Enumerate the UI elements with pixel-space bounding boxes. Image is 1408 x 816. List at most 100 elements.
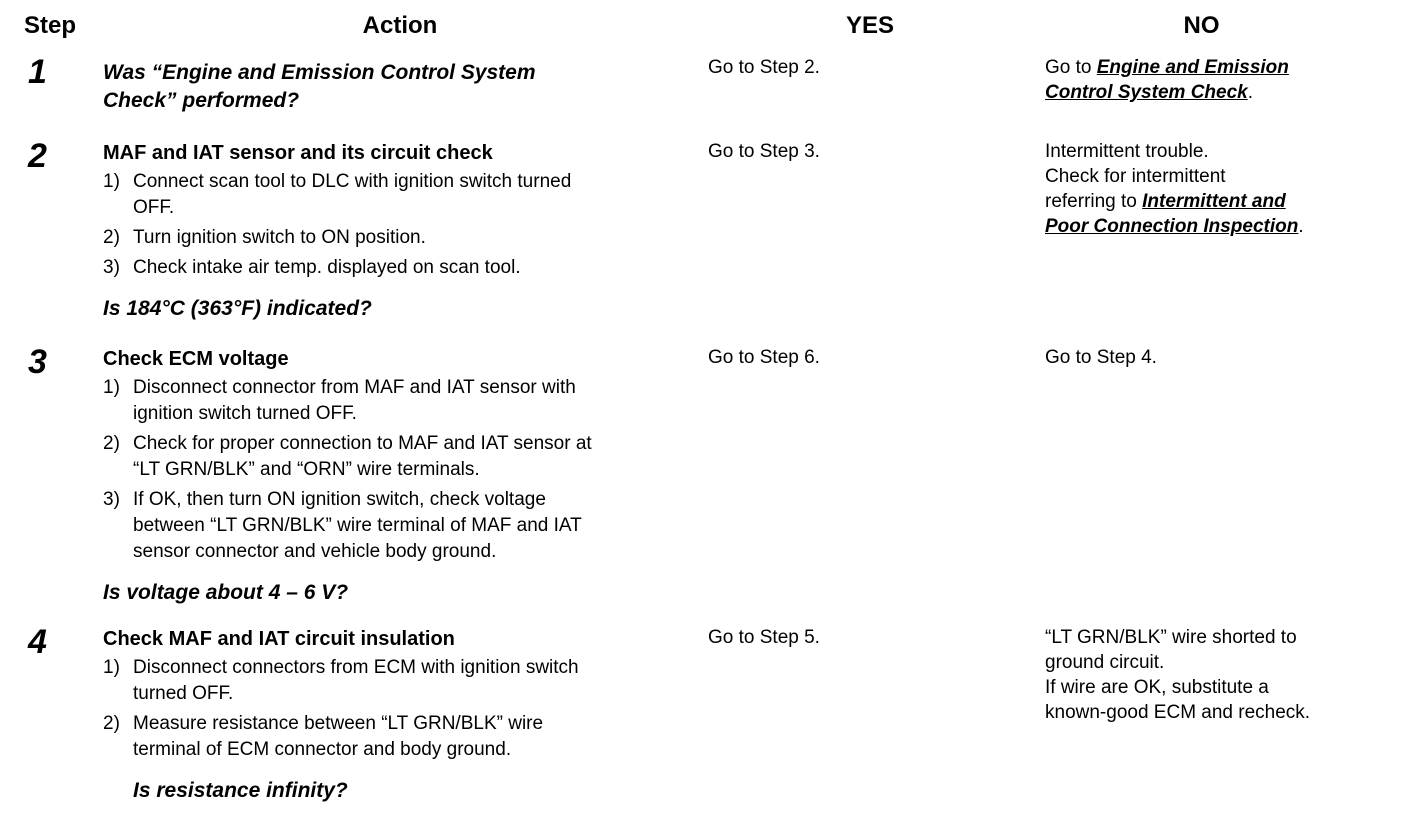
no-cell: Go to Step 4. bbox=[1040, 341, 1408, 621]
action-step-text: Turn ignition switch to ON position. bbox=[133, 225, 690, 251]
text-segment: . bbox=[1247, 82, 1254, 103]
text-line: Control System Check. bbox=[1045, 80, 1396, 105]
action-question: Is 184°C (363°F) indicated? bbox=[103, 295, 690, 323]
action-question: Is resistance infinity? bbox=[133, 777, 690, 805]
action-step-text: Check intake air temp. displayed on scan… bbox=[133, 255, 690, 281]
text-line: Go to Step 4. bbox=[1045, 345, 1396, 370]
action-step-item: 1) Disconnect connectors from ECM with ig… bbox=[103, 655, 690, 707]
action-step-number: 1) bbox=[103, 377, 120, 398]
step-number: 1 bbox=[28, 53, 47, 91]
text-segment: Go to Step 6. bbox=[708, 347, 820, 368]
step-number: 2 bbox=[28, 137, 47, 175]
step-number: 4 bbox=[28, 623, 47, 661]
action-step-number: 1) bbox=[103, 171, 120, 192]
action-title: Check MAF and IAT circuit insulation bbox=[103, 628, 455, 650]
action-step-text: Disconnect connector from MAF and IAT se… bbox=[133, 375, 690, 427]
text-segment: . bbox=[1298, 216, 1304, 237]
text-line: ground circuit. bbox=[1045, 650, 1396, 675]
action-step-text: Connect scan tool to DLC with ignition s… bbox=[133, 169, 690, 221]
step-cell: 3 bbox=[0, 341, 100, 621]
text-line: Check intake air temp. displayed on scan… bbox=[133, 257, 521, 278]
action-step-item: 2) Measure resistance between “LT GRN/BLK… bbox=[103, 711, 690, 763]
text-line: Go to Step 6. bbox=[708, 345, 1030, 370]
text-line: Check for proper connection to MAF and I… bbox=[133, 433, 592, 454]
column-header-yes: YES bbox=[845, 12, 895, 39]
text-line: Go to Step 5. bbox=[708, 625, 1030, 650]
text-line: referring to Intermittent and bbox=[1045, 189, 1396, 214]
text-line: Intermittent trouble. bbox=[1045, 139, 1396, 164]
action-step-number: 3) bbox=[103, 257, 120, 278]
text-segment: Intermittent trouble. bbox=[1045, 141, 1209, 162]
action-question: Is voltage about 4 – 6 V? bbox=[103, 579, 690, 607]
no-cell: Intermittent trouble. Check for intermitt… bbox=[1040, 135, 1408, 341]
reference-link[interactable]: Control System Check bbox=[1045, 82, 1248, 103]
text-segment: Go to bbox=[1045, 57, 1097, 78]
text-line: Is voltage about 4 – 6 V? bbox=[103, 581, 349, 604]
reference-link[interactable]: Poor Connection Inspection bbox=[1045, 216, 1299, 237]
action-title: Check ECM voltage bbox=[103, 348, 289, 370]
text-line: Disconnect connector from MAF and IAT se… bbox=[133, 377, 576, 398]
text-segment: Go to Step 5. bbox=[708, 627, 820, 648]
text-segment: Go to Step 2. bbox=[708, 57, 820, 78]
text-segment: Go to Step 4. bbox=[1045, 347, 1157, 368]
action-step-number: 1) bbox=[103, 657, 120, 678]
step-number: 3 bbox=[28, 343, 47, 381]
action-step-text: If OK, then turn ON ignition switch, che… bbox=[133, 487, 690, 565]
text-line: Measure resistance between “LT GRN/BLK” … bbox=[133, 713, 544, 734]
step-cell: 4 bbox=[0, 621, 100, 805]
text-segment: Check for intermittent bbox=[1045, 166, 1226, 187]
reference-link[interactable]: Intermittent and bbox=[1142, 191, 1286, 212]
step-cell: 2 bbox=[0, 135, 100, 341]
step-cell: 1 bbox=[0, 51, 100, 135]
yes-cell: Go to Step 3. bbox=[700, 135, 1040, 341]
text-line: ignition switch turned OFF. bbox=[133, 403, 357, 424]
text-line: Turn ignition switch to ON position. bbox=[133, 227, 426, 248]
text-line: between “LT GRN/BLK” wire terminal of MA… bbox=[133, 515, 582, 536]
text-line: “LT GRN/BLK” wire shorted to bbox=[1045, 625, 1396, 650]
text-segment: referring to bbox=[1045, 191, 1143, 212]
text-line: If wire are OK, substitute a bbox=[1045, 675, 1396, 700]
text-segment: ground circuit. bbox=[1045, 652, 1165, 673]
action-cell: Check MAF and IAT circuit insulation 1) Di… bbox=[100, 621, 700, 805]
action-step-item: 2) Turn ignition switch to ON position. bbox=[103, 225, 690, 251]
text-line: Go to Step 2. bbox=[708, 55, 1030, 80]
action-step-number: 3) bbox=[103, 489, 120, 510]
column-header-action: Action bbox=[362, 12, 438, 39]
column-header-step: Step bbox=[23, 12, 76, 39]
action-step-text: Check for proper connection to MAF and I… bbox=[133, 431, 690, 483]
text-segment: known-good ECM and recheck. bbox=[1045, 702, 1311, 723]
text-line: “LT GRN/BLK” and “ORN” wire terminals. bbox=[133, 459, 480, 480]
text-line: turned OFF. bbox=[133, 683, 234, 704]
action-step-item: 3) If OK, then turn ON ignition switch, c… bbox=[103, 487, 690, 565]
text-line: Disconnect connectors from ECM with igni… bbox=[133, 657, 579, 678]
action-step-item: 1) Disconnect connector from MAF and IAT … bbox=[103, 375, 690, 427]
text-line: sensor connector and vehicle body ground… bbox=[133, 541, 497, 562]
action-step-number: 2) bbox=[103, 227, 120, 248]
yes-cell: Go to Step 6. bbox=[700, 341, 1040, 621]
action-step-item: 2)Check for proper connection to MAF and… bbox=[103, 431, 690, 483]
action-cell: MAF and IAT sensor and its circuit check… bbox=[100, 135, 700, 341]
action-title: MAF and IAT sensor and its circuit check bbox=[103, 142, 493, 164]
action-step-item: 1) Connect scan tool to DLC with ignition… bbox=[103, 169, 690, 221]
yes-cell: Go to Step 5. bbox=[700, 621, 1040, 805]
text-line: If OK, then turn ON ignition switch, che… bbox=[133, 489, 546, 510]
column-header-no: NO bbox=[1183, 12, 1220, 39]
text-line: Is 184°C (363°F) indicated? bbox=[103, 297, 372, 320]
text-line: Was “Engine and Emission Control System bbox=[103, 61, 536, 84]
action-step-item: 3) Check intake air temp. displayed on sc… bbox=[103, 255, 690, 281]
reference-link[interactable]: Engine and Emission bbox=[1096, 57, 1289, 78]
text-line: terminal of ECM connector and body groun… bbox=[133, 739, 512, 760]
text-line: Check for intermittent bbox=[1045, 164, 1396, 189]
action-step-text: Measure resistance between “LT GRN/BLK” … bbox=[133, 711, 690, 763]
action-cell: Check ECM voltage 1) Disconnect connector … bbox=[100, 341, 700, 621]
action-step-number: 2) bbox=[103, 713, 120, 734]
text-line: Go to Step 3. bbox=[708, 139, 1030, 164]
text-line: Is resistance infinity? bbox=[133, 779, 348, 802]
yes-cell: Go to Step 2. bbox=[700, 51, 1040, 135]
